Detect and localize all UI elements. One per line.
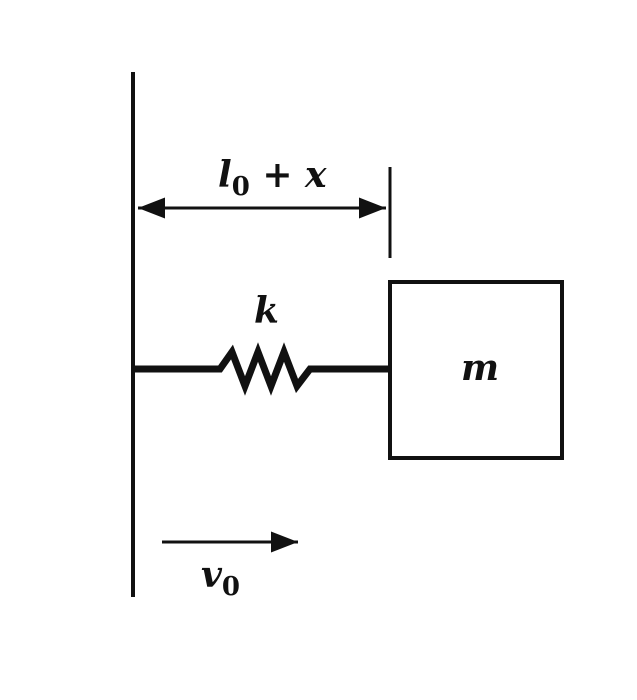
length-label: l0 + x [218,154,327,202]
velocity-label: v0 [201,554,240,602]
velocity-label-subscript: 0 [222,572,240,602]
spring [133,342,390,396]
mass-block [388,280,564,460]
velocity-label-base: v [201,554,223,596]
length-label-subscript: 0 [232,172,250,202]
spring-constant-label: k [254,290,279,332]
mass-label: m [461,347,499,389]
length-label-rest: + x [250,154,327,196]
length-label-base: l [218,154,232,196]
